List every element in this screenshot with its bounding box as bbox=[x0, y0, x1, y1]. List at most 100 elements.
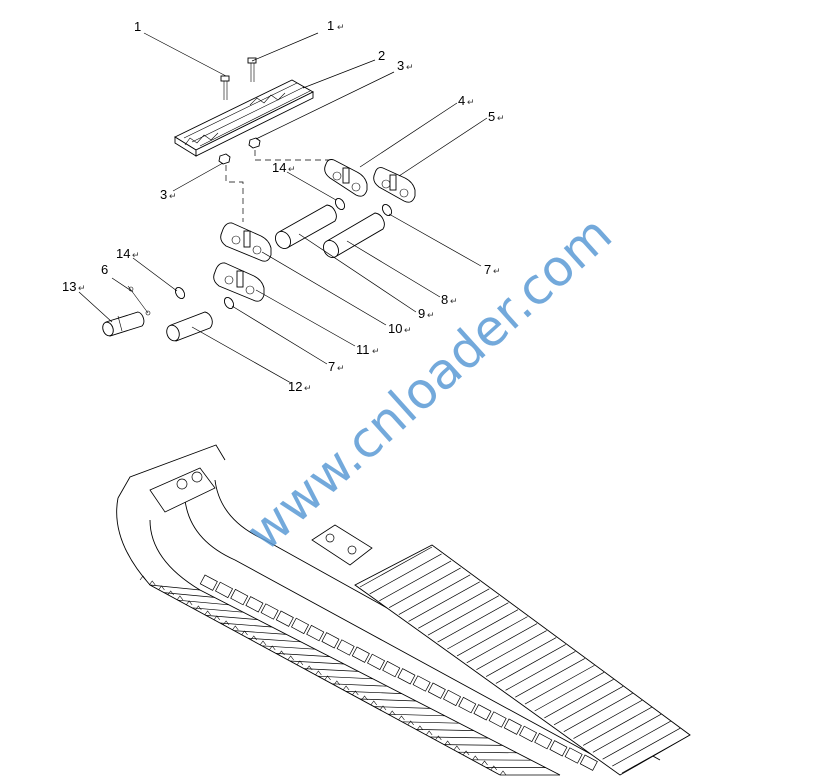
track-grouser-tooth bbox=[222, 620, 230, 626]
track-link-block bbox=[275, 610, 294, 627]
callout-label: 8 bbox=[441, 292, 448, 307]
track-grouser-tooth bbox=[158, 585, 165, 591]
track-link-block bbox=[321, 632, 340, 649]
track-upper-grouser bbox=[388, 567, 461, 608]
track-link-block bbox=[473, 704, 492, 721]
track-grouser-tooth bbox=[213, 615, 221, 621]
track-grouser-tooth bbox=[490, 765, 498, 771]
track-grouser-tooth bbox=[425, 730, 433, 736]
track-upper-grouser bbox=[476, 630, 547, 670]
track-shoe-divider bbox=[247, 637, 301, 643]
track-grouser-tooth bbox=[167, 590, 174, 596]
callout-label: 7 bbox=[484, 262, 491, 277]
track-link-block bbox=[215, 581, 234, 599]
return-mark: ↵ bbox=[78, 283, 86, 293]
seal-7-lower bbox=[223, 296, 235, 310]
track-grouser-tooth bbox=[361, 695, 368, 701]
callout-label: 10 bbox=[388, 321, 402, 336]
track-grouser-tooth bbox=[204, 610, 211, 616]
seal-7-upper bbox=[381, 203, 393, 217]
return-mark: ↵ bbox=[169, 191, 177, 201]
track-shoe-divider bbox=[289, 660, 345, 665]
return-mark: ↵ bbox=[337, 363, 345, 373]
track-link-block bbox=[199, 574, 218, 591]
track-link-block bbox=[291, 617, 310, 635]
track-grouser-tooth bbox=[388, 710, 396, 716]
return-mark: ↵ bbox=[288, 164, 296, 174]
track-grouser-tooth bbox=[481, 760, 488, 766]
pin-8 bbox=[323, 212, 385, 258]
track-upper-section bbox=[354, 544, 691, 776]
callout-label: 5 bbox=[488, 109, 495, 124]
track-grouser-tooth bbox=[370, 700, 378, 706]
track-grouser-tooth bbox=[352, 690, 359, 696]
track-grouser-tooth bbox=[268, 645, 276, 651]
track-upper-grouser bbox=[359, 546, 433, 588]
track-grouser-tooth bbox=[185, 600, 193, 606]
track-upper-grouser bbox=[418, 588, 490, 629]
track-link-block bbox=[458, 696, 477, 714]
track-upper-grouser bbox=[573, 699, 643, 739]
track-upper-grouser bbox=[621, 734, 691, 774]
bolt-right bbox=[247, 57, 257, 82]
seal-14-upper bbox=[334, 197, 346, 211]
track-link-block bbox=[336, 639, 355, 656]
track-shoe-divider bbox=[415, 729, 474, 731]
return-mark: ↵ bbox=[404, 325, 412, 335]
track-upper-grouser bbox=[495, 644, 566, 684]
track-upper-grouser bbox=[544, 678, 614, 719]
return-mark: ↵ bbox=[450, 296, 458, 306]
track-grouser-tooth bbox=[435, 735, 442, 741]
track-shoe-divider bbox=[345, 691, 402, 694]
track-upper-grouser bbox=[408, 581, 480, 622]
track-link-block bbox=[443, 689, 462, 707]
callout-label: 1 bbox=[327, 18, 334, 33]
track-link-block bbox=[564, 747, 583, 764]
track-upper-grouser bbox=[398, 574, 471, 615]
track-link-block bbox=[549, 740, 568, 757]
track-shoe-plate bbox=[174, 79, 314, 157]
track-link-block bbox=[519, 725, 538, 743]
centerline-left bbox=[225, 165, 244, 222]
track-shoe-divider bbox=[359, 698, 417, 702]
return-mark: ↵ bbox=[132, 250, 140, 260]
track-upper-grouser bbox=[437, 602, 509, 643]
callout-label: 9 bbox=[418, 306, 425, 321]
return-mark: ↵ bbox=[497, 113, 505, 123]
track-shoe-divider bbox=[457, 751, 517, 754]
track-link-block bbox=[503, 718, 522, 735]
track-upper-grouser bbox=[379, 560, 452, 602]
track-grouser-tooth bbox=[195, 605, 202, 611]
track-end-outline bbox=[117, 444, 226, 499]
return-mark: ↵ bbox=[493, 266, 501, 276]
callout-labels: 1 1 ↵ 2 3 ↵ 3 ↵ 4 ↵ 5 ↵ 14 ↵ 6 14 ↵ 13 ↵… bbox=[62, 18, 505, 394]
track-shoe-divider bbox=[303, 668, 359, 672]
track-upper-grouser bbox=[602, 720, 672, 760]
callout-label: 3 bbox=[397, 58, 404, 73]
track-upper-grouser bbox=[485, 637, 557, 677]
track-grouser-tooth bbox=[324, 675, 331, 681]
track-upper-grouser bbox=[369, 553, 442, 595]
track-upper-grouser bbox=[553, 685, 624, 726]
track-grouser-tooth bbox=[232, 625, 239, 631]
track-link-line bbox=[184, 499, 621, 771]
track-link-block bbox=[382, 660, 401, 678]
track-inner-edge bbox=[149, 519, 561, 776]
track-shoe-divider bbox=[429, 736, 489, 739]
track-link-block bbox=[579, 754, 598, 771]
nut-left bbox=[218, 153, 231, 165]
track-link-block bbox=[367, 653, 386, 671]
track-grouser-tooth bbox=[444, 740, 451, 746]
callout-label: 3 bbox=[160, 187, 167, 202]
track-grouser-tooth bbox=[139, 575, 147, 581]
track-link-block bbox=[534, 732, 553, 750]
return-mark: ↵ bbox=[372, 346, 380, 356]
callout-label: 13 bbox=[62, 279, 76, 294]
track-upper-grouser bbox=[534, 672, 605, 712]
track-link-block bbox=[245, 596, 264, 613]
callout-leaders bbox=[78, 32, 488, 384]
centerline-right bbox=[254, 150, 335, 161]
return-mark: ↵ bbox=[406, 62, 414, 72]
track-grouser-tooth bbox=[259, 640, 267, 646]
track-grouser-tooth bbox=[296, 660, 304, 666]
